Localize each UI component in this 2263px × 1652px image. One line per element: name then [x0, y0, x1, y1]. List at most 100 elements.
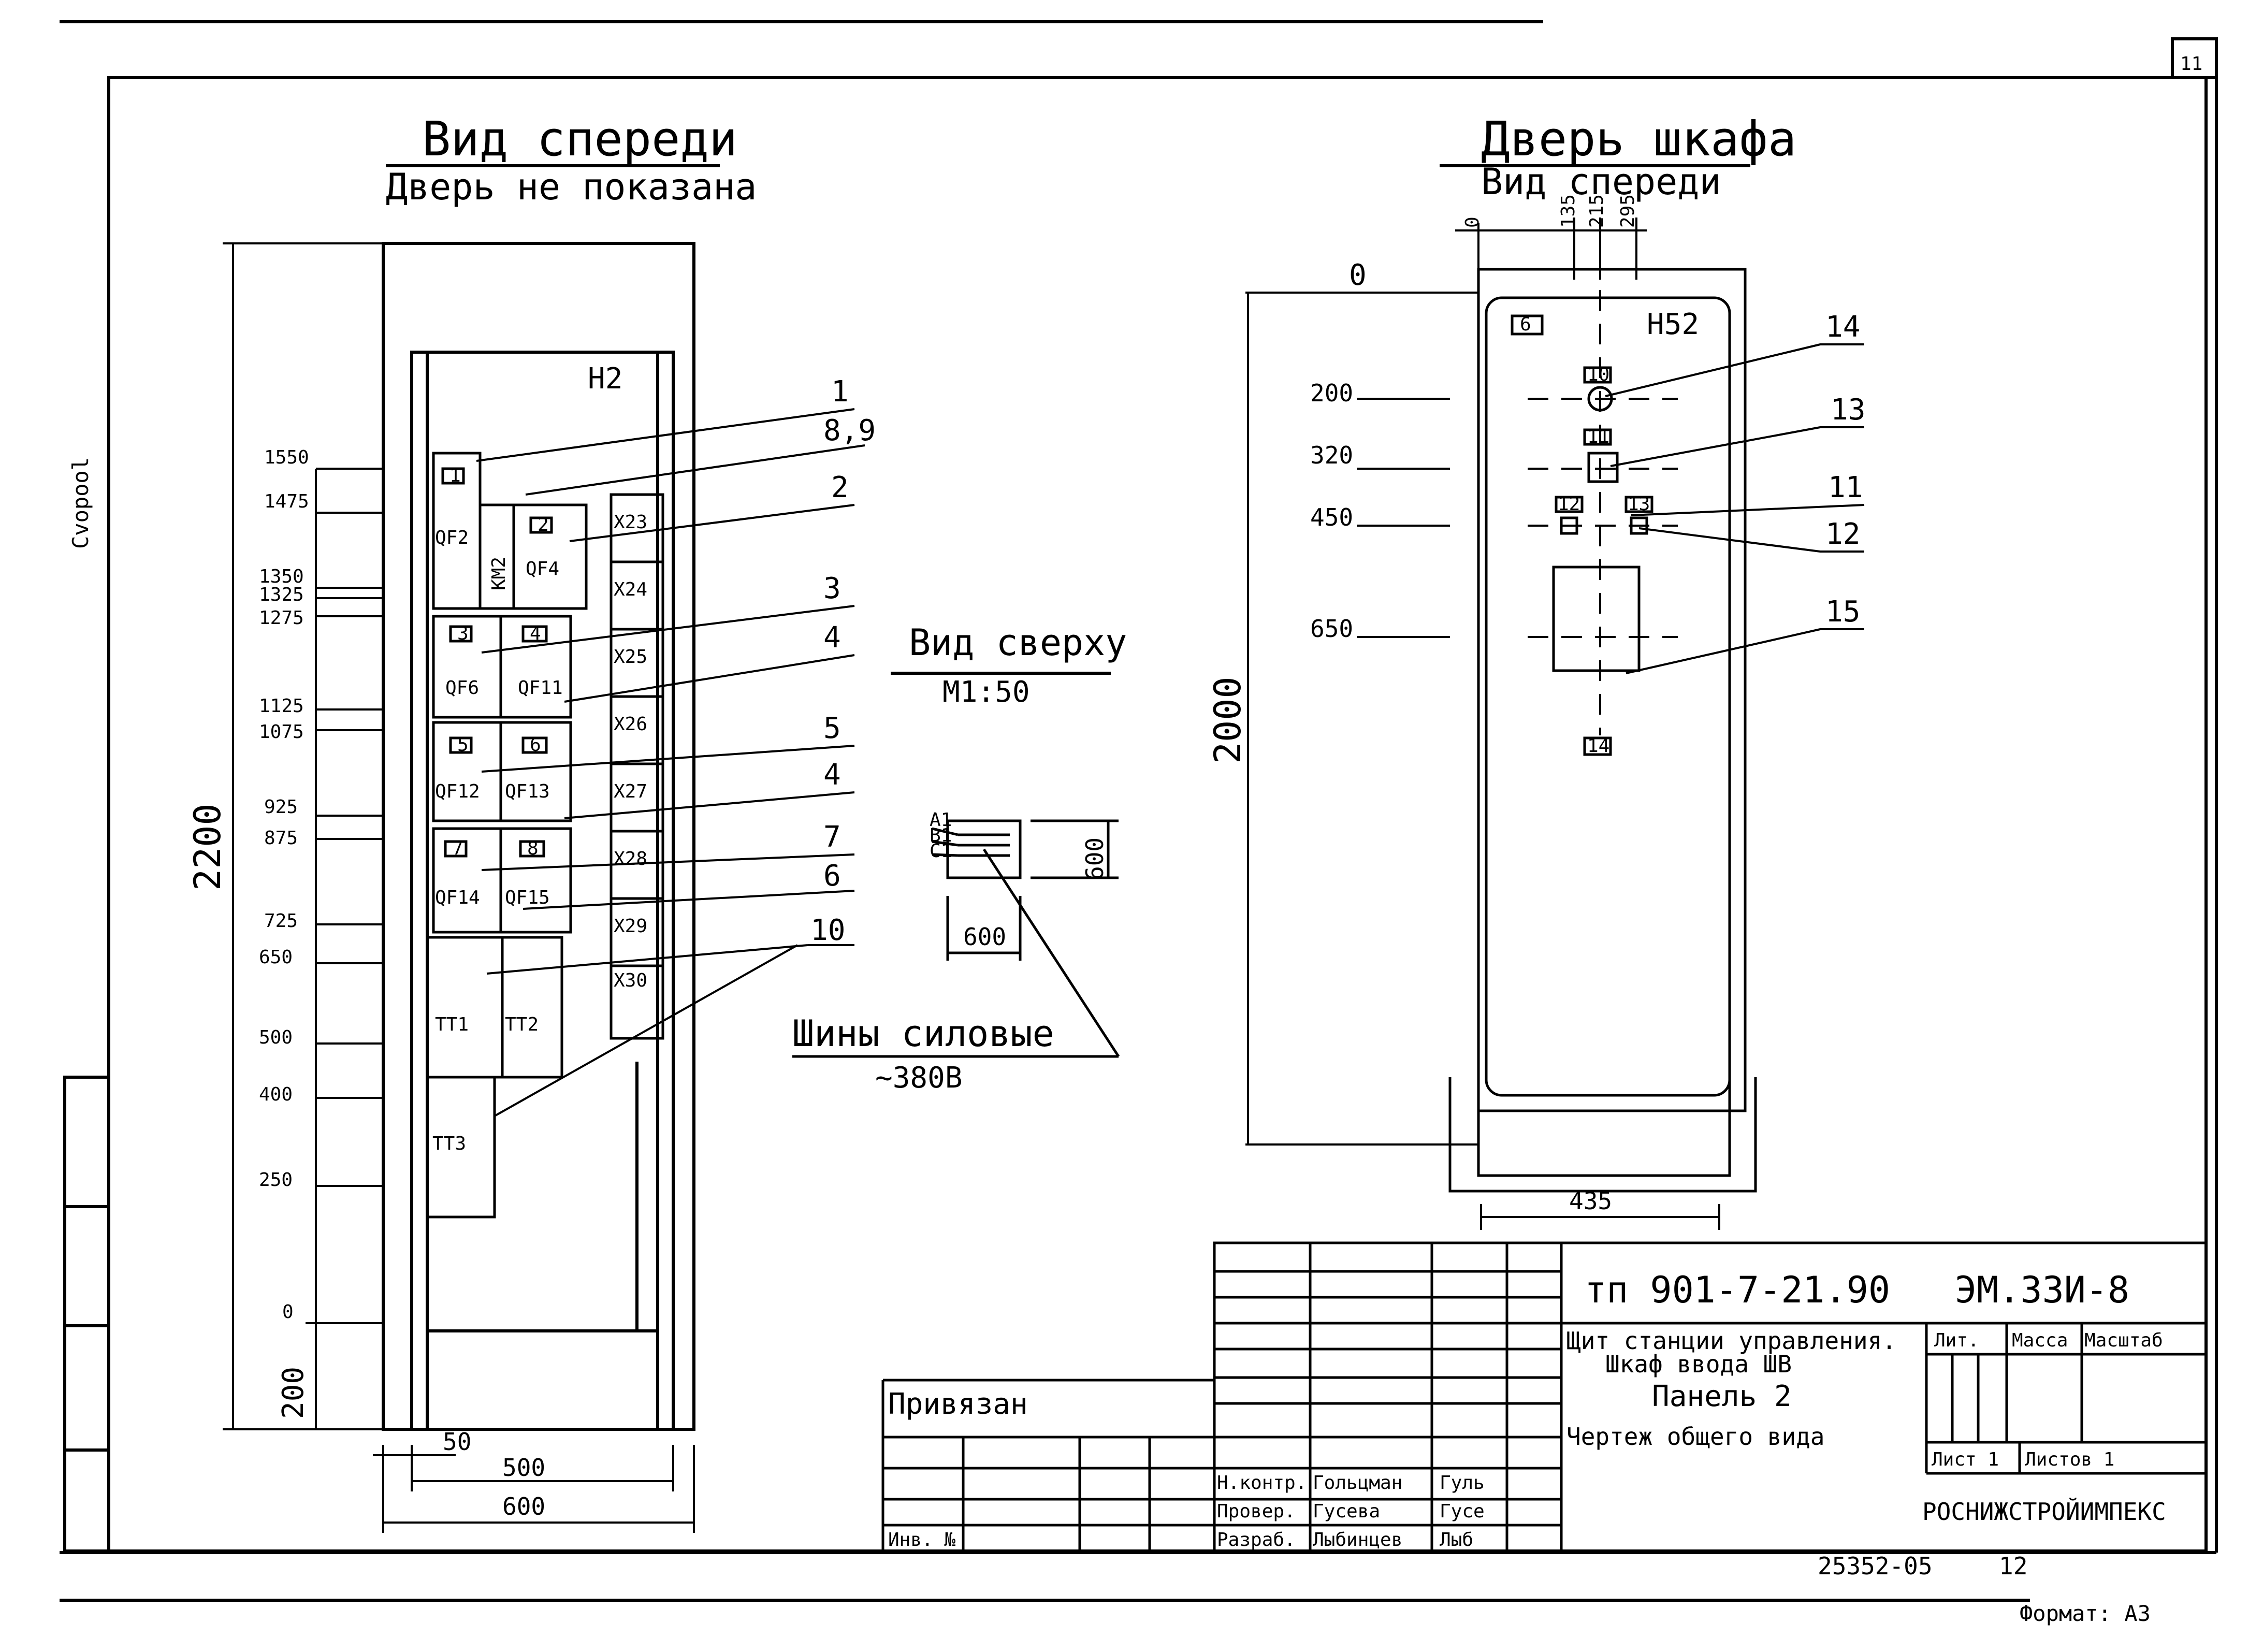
door-level: 0: [1349, 258, 1367, 292]
signature-name: Лыбинцев: [1313, 1529, 1402, 1550]
door-callouts: 14 13 11 12 15: [1825, 310, 1865, 629]
signature-role: Н.контр.: [1217, 1472, 1307, 1494]
door-mark: 14: [1587, 735, 1609, 757]
front-view-title: Вид спереди: [422, 111, 737, 167]
callout-number: 4: [823, 758, 841, 792]
door-level: 200: [1310, 379, 1353, 407]
door-mark: 13: [1628, 494, 1650, 515]
device-mark: 2: [538, 514, 549, 535]
device-mark: 8: [527, 838, 539, 859]
device-mark: 7: [452, 838, 463, 859]
top-view-width-dim: 600: [963, 923, 1006, 951]
front-view-device-labels: QF2 КМ2 QF4 QF6 QF11 QF12 QF13 QF14 QF15…: [432, 527, 563, 1154]
device-mark: 3: [457, 623, 469, 644]
sheet-label: Лист 1: [1932, 1449, 1999, 1470]
busbar-label: Шины силовые: [792, 1012, 1054, 1055]
door-height-dim: 2000: [1207, 676, 1249, 764]
terminal-label: Х30: [614, 970, 647, 991]
front-width-dim-50: 50: [443, 1428, 471, 1456]
top-view-title: Вид сверху: [909, 621, 1127, 664]
format-label: Формат: А3: [2020, 1601, 2151, 1626]
privyazan-label: Привязан: [888, 1387, 1028, 1421]
front-view-devices: [426, 452, 664, 1219]
top-view-cabinet: [792, 819, 1120, 1058]
door-mark: 6: [1520, 314, 1531, 335]
description-line: Панель 2: [1652, 1380, 1792, 1413]
door-view-panel-label: Н52: [1647, 308, 1699, 341]
terminal-label: Х27: [614, 781, 647, 802]
signature-sign: Лыб: [1440, 1529, 1473, 1550]
signature-rows: Н.контр. Гольцман Гуль Провер. Гусева Гу…: [1217, 1472, 1485, 1550]
description-line: Щит станции управления.: [1566, 1327, 1896, 1355]
signature-role: Разраб.: [1217, 1529, 1296, 1550]
door-view-title: Дверь шкафа: [1481, 111, 1796, 167]
device-label: QF2: [435, 527, 469, 548]
front-view-device-marks: 1 2 3 4 5 6 7 8: [449, 465, 549, 859]
front-width-dim-500: 500: [502, 1454, 545, 1482]
signature-role: Провер.: [1217, 1501, 1296, 1522]
level-label: 875: [264, 828, 298, 849]
organization: РОСНИЖСТРОЙИМПЕКС: [1922, 1498, 2166, 1526]
callout-number: 5: [823, 712, 841, 745]
sheet-code: ЭМ.33И-8: [1955, 1269, 2129, 1311]
terminal-label: Х24: [614, 579, 647, 600]
door-top-dim: 135: [1558, 194, 1579, 228]
archive-sheet: 12: [1999, 1552, 2027, 1580]
level-label: 1550: [264, 447, 309, 468]
top-view-depth-dim: 600: [1081, 837, 1109, 880]
terminal-label: Х29: [614, 916, 647, 937]
door-width-dim: 435: [1569, 1187, 1612, 1215]
door-mark: 11: [1587, 426, 1609, 447]
door-top-dim: 295: [1617, 194, 1638, 228]
level-label: 650: [259, 947, 293, 968]
door-marks: 6 10 11 12 13 14: [1520, 314, 1650, 757]
front-view-panel-label: Н2: [588, 362, 622, 396]
callout-number: 14: [1825, 310, 1860, 344]
signature-name: Гольцман: [1313, 1472, 1402, 1494]
callout-number: 1: [831, 375, 849, 409]
level-label: 1125: [259, 695, 304, 717]
device-mark: 4: [530, 623, 541, 644]
level-label: 0: [282, 1301, 294, 1323]
phase-label-a: А1: [930, 809, 952, 831]
front-height-dim: 2200: [186, 803, 229, 891]
front-view-subtitle: Дверь не показана: [386, 166, 757, 208]
device-label: QF4: [526, 558, 559, 579]
device-label: QF15: [505, 887, 550, 908]
level-label: 1475: [264, 491, 309, 512]
callout-number: 10: [810, 914, 845, 947]
callout-number: 13: [1831, 393, 1865, 427]
device-label: ТТ3: [432, 1133, 466, 1154]
sheets-label: Листов 1: [2025, 1449, 2114, 1470]
callout-number: 6: [823, 859, 841, 893]
col-header-lit: Лит.: [1934, 1330, 1979, 1351]
device-label: КМ2: [488, 557, 510, 590]
terminal-label: Х28: [614, 848, 647, 870]
callout-number: 12: [1825, 517, 1860, 551]
callout-number: 2: [831, 471, 849, 504]
col-header-scale: Масштаб: [2084, 1330, 2163, 1351]
terminal-label: Х23: [614, 512, 647, 533]
signature-name: Гусева: [1313, 1501, 1380, 1522]
description-line: Шкаф ввода ШВ: [1605, 1350, 1792, 1378]
front-view-cabinet: [382, 242, 695, 1431]
level-label: 400: [259, 1084, 293, 1105]
sheet-number: 11: [2180, 53, 2202, 75]
device-label: QF6: [445, 677, 479, 699]
signature-sign: Гуль: [1440, 1472, 1485, 1494]
callout-number: 7: [823, 820, 841, 854]
door-mark: 10: [1587, 364, 1609, 385]
col-header-mass: Масса: [2012, 1330, 2068, 1351]
top-view-scale: М1:50: [942, 675, 1030, 709]
level-label: 1275: [259, 607, 304, 629]
door-mark: 12: [1558, 494, 1580, 515]
phase-label-c: С1: [930, 841, 952, 862]
device-mark: 6: [530, 734, 541, 756]
level-label: 725: [264, 910, 298, 932]
phase-label-b: В1: [930, 825, 952, 846]
door-top-dim: 215: [1586, 194, 1607, 228]
device-label: QF12: [435, 781, 480, 802]
device-label: QF13: [505, 781, 550, 802]
callout-number: 3: [823, 572, 841, 605]
level-label: 1075: [259, 721, 304, 743]
